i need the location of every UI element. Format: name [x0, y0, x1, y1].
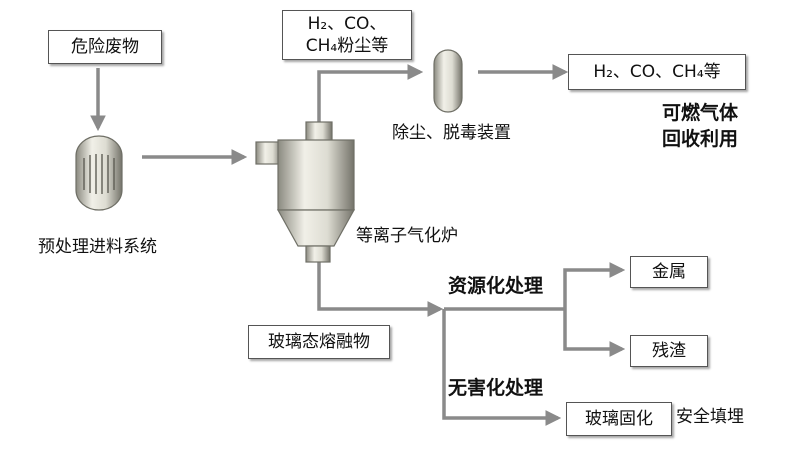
arrow-furnace-to-dust-removal	[317, 64, 424, 122]
metal-label: 金属	[652, 261, 686, 282]
gas-output-label: H₂、CO、CH₄等	[593, 61, 721, 82]
plasma-furnace-label: 等离子气化炉	[356, 226, 458, 246]
combustible-gas-label-line2: 回收利用	[662, 128, 739, 150]
pretreatment-feed-vessel-icon	[75, 135, 123, 211]
harmless-treatment-label: 无害化处理	[448, 377, 544, 399]
arrow-to-residue	[563, 309, 626, 357]
hazardous-waste-label: 危险废物	[71, 36, 139, 57]
gas-byproducts-line2: CH₄粉尘等	[305, 35, 389, 56]
flow-arrows	[90, 64, 626, 426]
glass-solidification-box: 玻璃固化	[566, 402, 672, 436]
dust-removal-vessel-icon	[433, 49, 463, 113]
arrow-furnace-to-melt	[317, 262, 444, 317]
gas-byproducts-line1: H₂、CO、	[307, 13, 387, 34]
dust-removal-label: 除尘、脱毒装置	[392, 123, 511, 143]
vitrified-melt-box: 玻璃态熔融物	[248, 325, 390, 359]
safe-landfill-label: 安全填埋	[676, 407, 744, 427]
pretreatment-feed-label: 预处理进料系统	[38, 237, 157, 257]
arrow-to-metal	[563, 262, 626, 309]
plasma-furnace-icon	[255, 121, 356, 263]
combustible-gas-label-line1: 可燃气体	[662, 102, 739, 124]
glass-solidification-label: 玻璃固化	[585, 408, 653, 429]
arrow-to-glass-solidification	[442, 309, 562, 426]
residue-box: 残渣	[630, 335, 708, 367]
gas-byproducts-box: H₂、CO、 CH₄粉尘等	[282, 10, 412, 60]
hazardous-waste-box: 危险废物	[48, 30, 162, 64]
gas-output-box: H₂、CO、CH₄等	[568, 54, 746, 90]
residue-label: 残渣	[652, 340, 686, 361]
vitrified-melt-label: 玻璃态熔融物	[268, 331, 370, 352]
resource-treatment-label: 资源化处理	[448, 275, 544, 297]
metal-box: 金属	[630, 256, 708, 288]
